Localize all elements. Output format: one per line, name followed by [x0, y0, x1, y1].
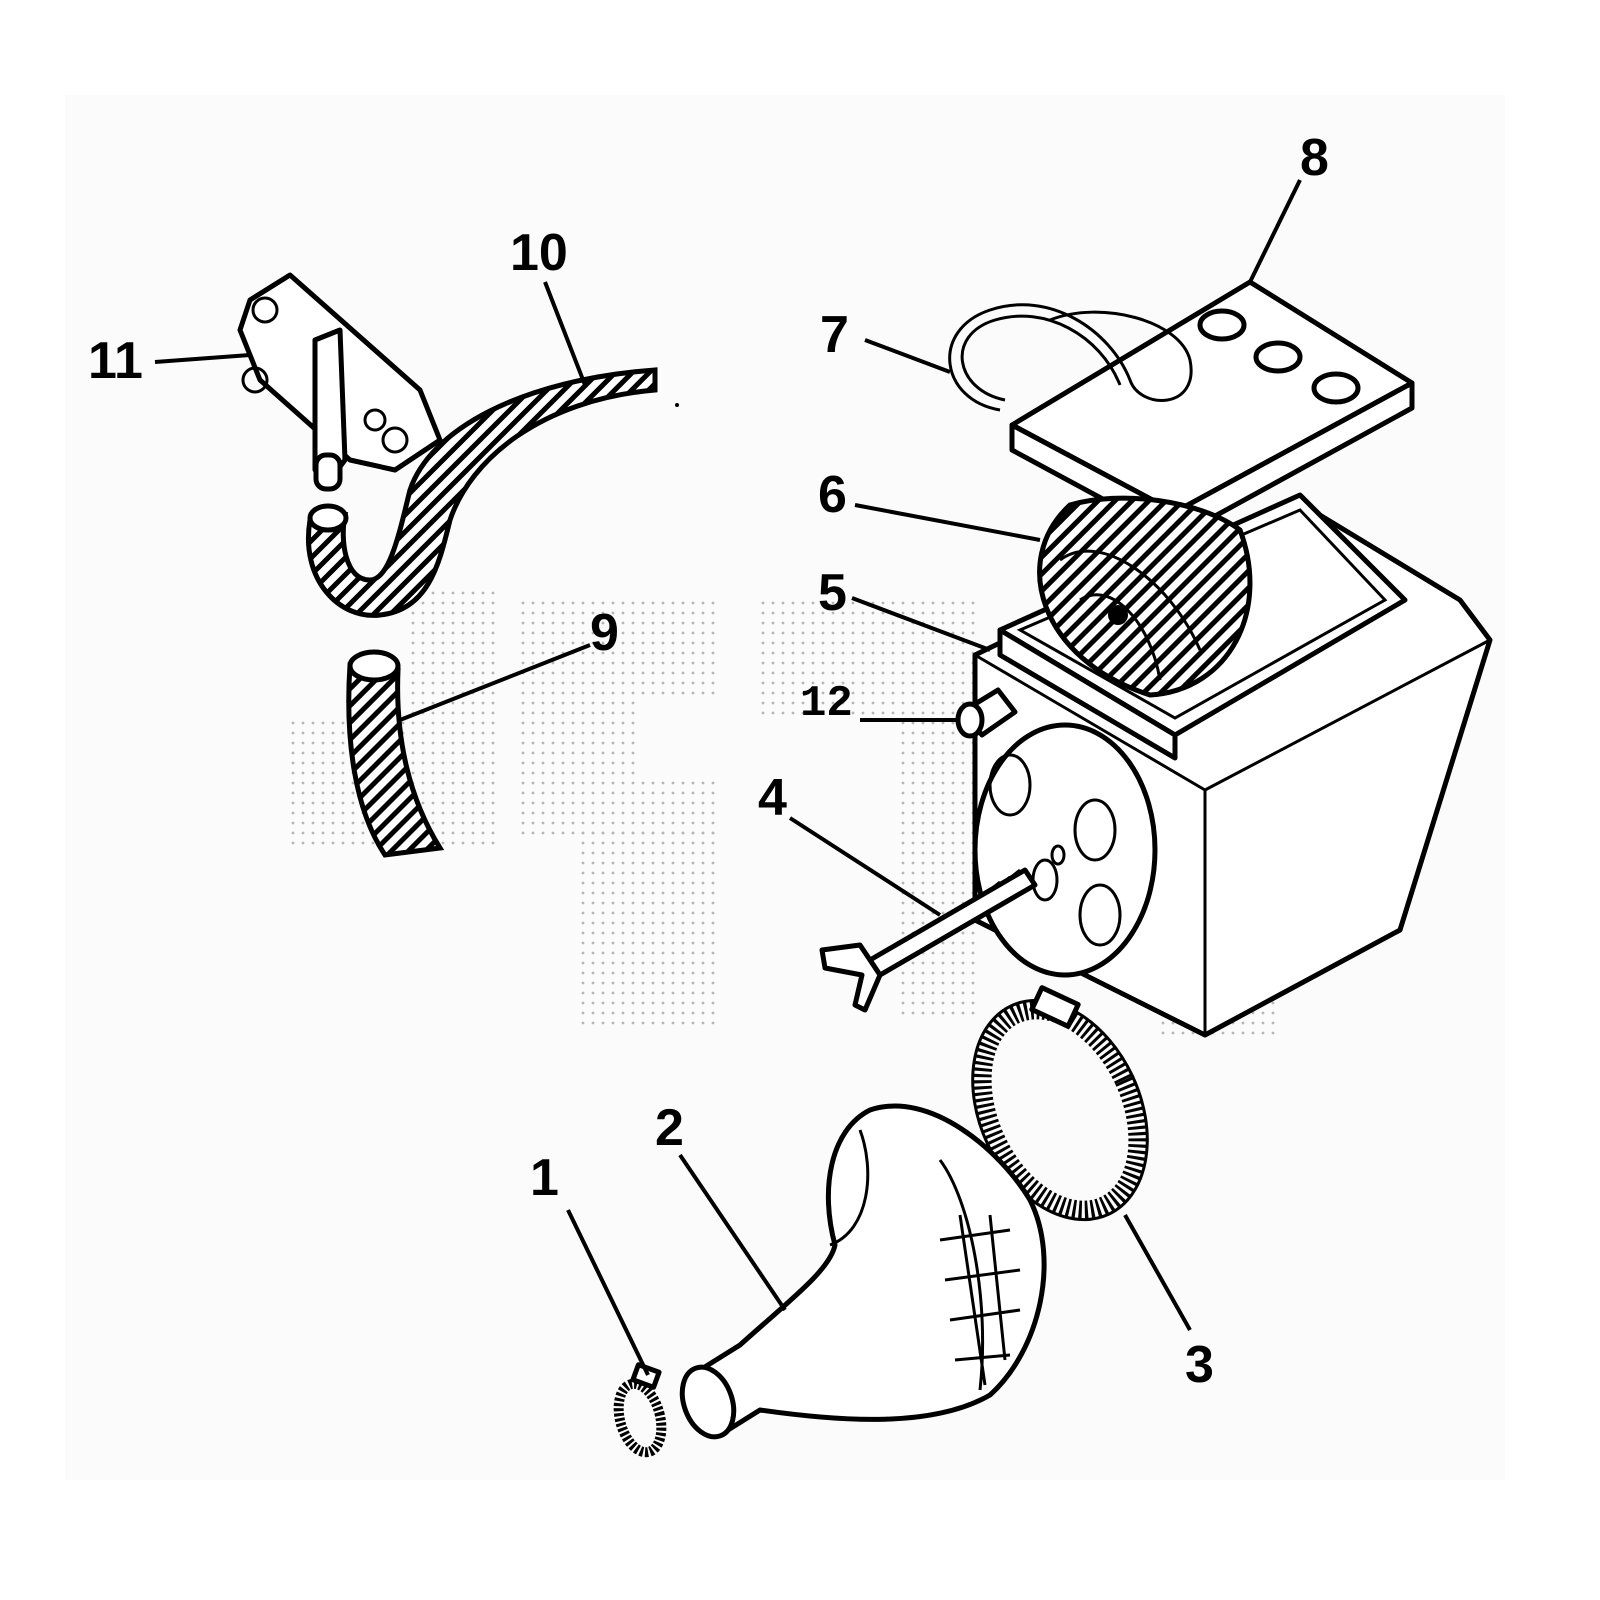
callout-12: 12 — [800, 679, 853, 729]
callout-4: 4 — [758, 769, 787, 827]
callout-8: 8 — [1300, 129, 1329, 187]
part-long-hose — [306, 367, 679, 618]
part-filter-element — [1037, 495, 1253, 698]
part-wing-bolt — [819, 858, 1059, 1013]
callout-1: 1 — [530, 1149, 559, 1207]
callout-5: 5 — [818, 564, 847, 622]
part-cover-plate — [1009, 279, 1415, 541]
callout-9: 9 — [590, 604, 619, 662]
part-small-hose-clamp — [613, 1362, 667, 1458]
callout-2: 2 — [655, 1099, 684, 1157]
callout-7: 7 — [820, 306, 849, 364]
callout-11: 11 — [88, 332, 143, 390]
callout-3: 3 — [1185, 1336, 1214, 1394]
part-short-hose — [346, 649, 445, 858]
part-retaining-strap — [948, 303, 1193, 412]
callout-labels: 1 2 3 4 5 6 7 8 9 10 11 12 — [88, 129, 1329, 1394]
callout-10: 10 — [510, 224, 568, 282]
part-intake-boot — [679, 1103, 1047, 1440]
callout-6: 6 — [818, 466, 847, 524]
part-valve-body — [237, 272, 443, 492]
part-large-hose-clamp — [971, 985, 1149, 1222]
leader-lines — [154, 179, 1302, 1376]
